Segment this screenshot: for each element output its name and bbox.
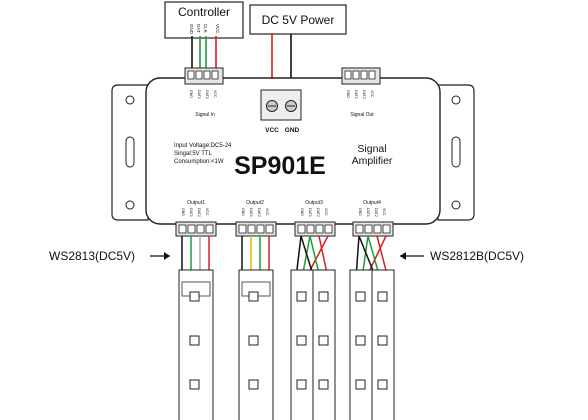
terminal-label-vcc: VCC (265, 127, 279, 134)
out1-pin-gnd: GND (181, 208, 185, 216)
led-6-3 (377, 379, 388, 390)
led-strip-5 (349, 269, 373, 420)
led-1-2 (189, 335, 200, 346)
right-strip-label: WS2812B(DC5V) (430, 249, 524, 263)
output-label-2: Output2 (246, 200, 264, 206)
led-4-2 (318, 335, 329, 346)
signal-out-pin-gnd: GND (346, 90, 350, 98)
mount-hole-right-top (451, 95, 461, 105)
led-6-1 (377, 291, 388, 302)
output-header-2: Output2 GND DAT1 DAT2 VCC (235, 200, 277, 237)
signal-in-label: Signal In (195, 112, 215, 118)
led-3-2 (296, 335, 307, 346)
device-subtitle-2: Amplifier (352, 155, 393, 167)
controller-box (164, 1, 244, 39)
led-2-1 (248, 291, 259, 302)
out2-pin-vcc: VCC (265, 208, 269, 216)
output-label-3: Output3 (305, 200, 323, 206)
signal-out-pin-vcc: VCC (370, 90, 374, 98)
led-2-2 (248, 335, 259, 346)
out1-pin-dat2: DAT2 (197, 208, 201, 217)
left-arrow (150, 252, 170, 260)
device-subtitle-1: Signal (357, 143, 386, 155)
led-strip-2 (238, 269, 274, 420)
left-strip-label: WS2813(DC5V) (49, 249, 135, 263)
mount-hole-right-bottom (451, 200, 461, 210)
mount-slot-right (451, 136, 461, 168)
output-header-4: Output4 GND DAT1 DAT2 VCC (352, 200, 394, 237)
output-header-3: Output3 GND DAT1 DAT2 VCC (294, 200, 336, 237)
power-block: DC 5V Power (249, 4, 347, 35)
led-3-1 (296, 291, 307, 302)
controller-pin-clk: CLK (203, 24, 208, 33)
mount-slot-left (125, 136, 135, 168)
controller-pin-dat: DAT (196, 24, 201, 33)
power-label: DC 5V Power (262, 13, 335, 27)
controller-block: Controller GND DAT CLK VCC (164, 1, 244, 39)
led-5-1 (355, 291, 366, 302)
out3-pin-dat2: DAT2 (316, 208, 320, 217)
spec-line-3: Consumption:<1W (174, 159, 224, 165)
out4-pin-dat1: DAT1 (366, 208, 370, 217)
device-name: SP901E (234, 152, 326, 180)
led-4-3 (318, 379, 329, 390)
out1-pin-dat1: DAT1 (189, 208, 193, 217)
signal-out-pin-dat1: DAT1 (354, 90, 358, 99)
led-strip-1 (178, 269, 214, 420)
mount-hole-left-bottom (125, 200, 135, 210)
controller-label: Controller (178, 5, 230, 19)
led-4-1 (318, 291, 329, 302)
led-strip-6 (371, 269, 395, 420)
controller-pin-vcc: VCC (215, 24, 220, 34)
out3-pin-gnd: GND (300, 208, 304, 216)
output-label-4: Output4 (363, 200, 381, 206)
out3-pin-vcc: VCC (324, 208, 328, 216)
device-housing (145, 77, 441, 225)
led-5-2 (355, 335, 366, 346)
power-box (249, 4, 347, 35)
out4-pin-gnd: GND (358, 208, 362, 216)
out4-pin-vcc: VCC (382, 208, 386, 216)
led-5-3 (355, 379, 366, 390)
led-1-1 (189, 291, 200, 302)
signal-out-label: Signal Out (350, 112, 374, 118)
led-1-3 (189, 379, 200, 390)
controller-wires (191, 36, 217, 70)
out2-pin-dat1: DAT1 (249, 208, 253, 217)
led-strip-4 (312, 269, 336, 420)
controller-pin-gnd: GND (189, 24, 194, 35)
terminal-label-gnd: GND (285, 127, 300, 134)
output-label-1: Output1 (187, 200, 205, 206)
mount-hole-left-top (125, 95, 135, 105)
signal-out-pin-dat2: DAT2 (362, 90, 366, 99)
led-strip-3 (290, 269, 314, 420)
out1-pin-vcc: VCC (205, 208, 209, 216)
spec-line-2: Singal:5V TTL (174, 151, 213, 157)
signal-in-pin-gnd: GND (189, 90, 193, 98)
signal-in-pin-dat1: DAT1 (197, 90, 201, 99)
spec-line-1: Input Voltage:DC5-24 (174, 143, 232, 149)
out3-pin-dat1: DAT1 (308, 208, 312, 217)
right-arrow (400, 252, 424, 260)
led-3-3 (296, 379, 307, 390)
device-body: VCC GND GND DAT1 DAT2 VCC Signal In GND … (111, 67, 475, 225)
out2-pin-gnd: GND (241, 208, 245, 216)
output-header-1: Output1 GND DAT1 DAT2 VCC (175, 200, 217, 237)
out2-pin-dat2: DAT2 (257, 208, 261, 217)
signal-in-pin-vcc: VCC (213, 90, 217, 98)
led-2-3 (248, 379, 259, 390)
led-6-2 (377, 335, 388, 346)
out4-pin-dat2: DAT2 (374, 208, 378, 217)
signal-in-pin-dat2: DAT2 (205, 90, 209, 99)
